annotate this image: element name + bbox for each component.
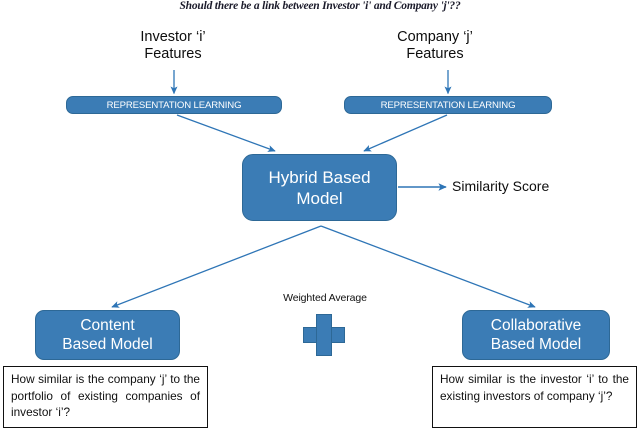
representation-learning-box-company[interactable]: REPRESENTATION LEARNING: [344, 96, 552, 114]
investor-features-label: Investor ‘i’ Features: [140, 29, 206, 62]
collaborative-based-model-box[interactable]: Collaborative Based Model: [462, 310, 610, 360]
similarity-score-label: Similarity Score: [452, 178, 550, 194]
diagram-headline: Should there be a link between Investor …: [179, 0, 461, 12]
plus-icon: [303, 314, 345, 356]
content-model-question-box: How similar is the company ‘j’ to the po…: [3, 366, 208, 428]
plus-icon-center-fill: [317, 328, 331, 342]
arrow-rep-right-to-hybrid: [363, 114, 448, 152]
arrow-rep-left-to-hybrid: [176, 114, 276, 152]
representation-learning-box-investor[interactable]: REPRESENTATION LEARNING: [66, 96, 282, 114]
company-features-label: Company ‘j’ Features: [397, 29, 473, 62]
hybrid-based-model-box[interactable]: Hybrid Based Model: [242, 154, 397, 221]
collaborative-model-question-box: How similar is the investor ‘i’ to the e…: [432, 366, 637, 428]
weighted-average-label: Weighted Average: [283, 292, 367, 304]
content-based-model-box[interactable]: Content Based Model: [35, 310, 180, 360]
